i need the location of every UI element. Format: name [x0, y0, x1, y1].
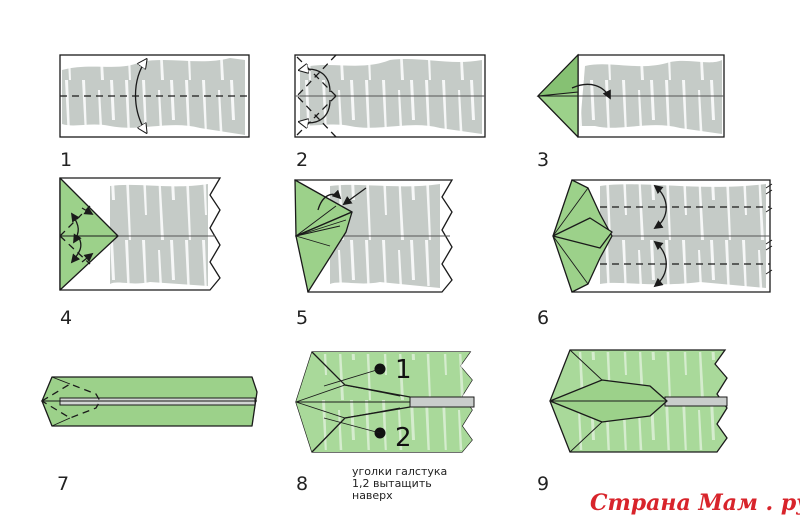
step-label-1: 1 — [60, 149, 72, 171]
corner-marker-1: 1 — [395, 355, 412, 385]
step-6-diagram — [552, 179, 773, 293]
step-8-note-line-3: наверх — [352, 489, 393, 502]
step-7-diagram — [40, 376, 258, 427]
step-label-2: 2 — [296, 149, 308, 171]
step-9-diagram — [549, 349, 728, 453]
step-label-5: 5 — [296, 307, 308, 329]
step-4-diagram — [59, 177, 222, 291]
step-label-9: 9 — [537, 473, 549, 495]
step-label-4: 4 — [60, 307, 72, 329]
step-2-diagram — [294, 54, 486, 138]
corner-marker-2: 2 — [395, 423, 412, 453]
step-8-diagram — [295, 351, 475, 453]
step-3-diagram — [536, 53, 725, 138]
step-8-note-line-2: 1,2 вытащить — [352, 477, 432, 490]
step-label-7: 7 — [57, 473, 69, 495]
step-8-note-line-1: уголки галстука — [352, 465, 447, 478]
step-label-8: 8 — [296, 473, 308, 495]
watermark-logo: Страна Мам . ру — [590, 490, 800, 516]
step-1-diagram — [59, 54, 250, 138]
step-label-3: 3 — [537, 149, 549, 171]
step-5-diagram — [294, 179, 454, 293]
step-label-6: 6 — [537, 307, 549, 329]
